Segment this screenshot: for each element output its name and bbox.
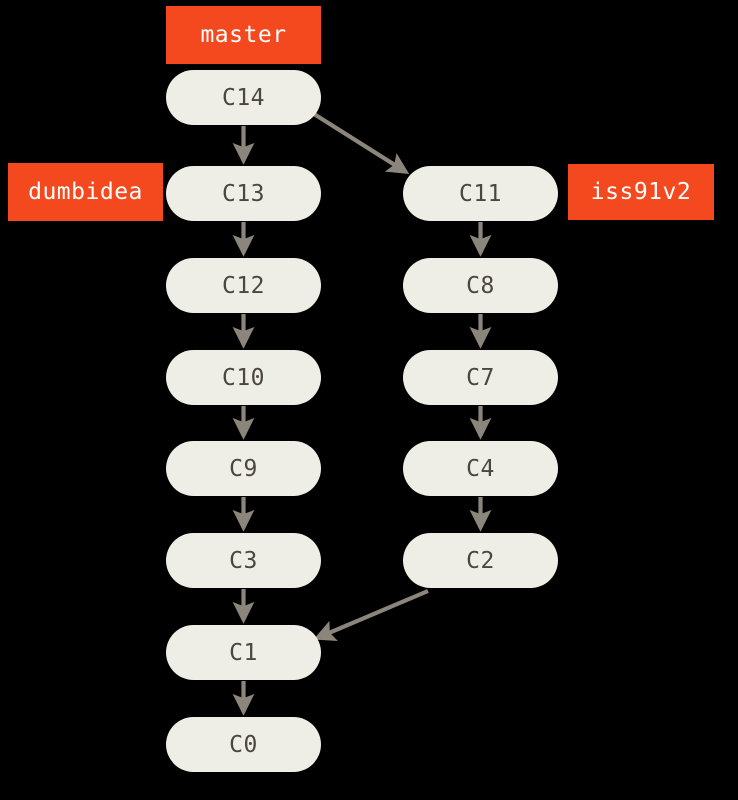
commit-node-c1[interactable]: C1	[166, 625, 321, 680]
commit-node-c8[interactable]: C8	[403, 258, 558, 313]
commit-node-c14[interactable]: C14	[166, 70, 321, 125]
edge-c14-c11	[312, 112, 410, 175]
commit-node-c10[interactable]: C10	[166, 350, 321, 405]
commit-node-c8-label: C8	[466, 272, 495, 299]
commit-node-c13[interactable]: C13	[166, 166, 321, 221]
commit-node-c4-label: C4	[466, 455, 495, 482]
branch-label-master-text: master	[200, 22, 287, 48]
commit-node-c11-label: C11	[458, 180, 503, 207]
commit-node-c7[interactable]: C7	[403, 350, 558, 405]
commit-node-c0-label: C0	[229, 731, 258, 758]
commit-node-c1-label: C1	[229, 639, 258, 666]
commit-node-c9[interactable]: C9	[166, 441, 321, 496]
branch-label-dumbidea-text: dumbidea	[28, 179, 143, 205]
branch-label-iss91v2[interactable]: iss91v2	[568, 164, 714, 220]
commit-node-c9-label: C9	[229, 455, 258, 482]
commit-node-c11[interactable]: C11	[403, 166, 558, 221]
commit-node-c7-label: C7	[466, 364, 495, 391]
commit-node-c3-label: C3	[229, 547, 258, 574]
commit-node-c2-label: C2	[466, 547, 495, 574]
commit-node-c14-label: C14	[221, 84, 266, 111]
commit-node-c12-label: C12	[221, 272, 266, 299]
commit-node-c0[interactable]: C0	[166, 717, 321, 772]
edge-c2-c1	[313, 589, 429, 642]
commit-node-c4[interactable]: C4	[403, 441, 558, 496]
commit-node-c10-label: C10	[221, 364, 266, 391]
commit-node-c13-label: C13	[221, 180, 266, 207]
commit-node-c2[interactable]: C2	[403, 533, 558, 588]
commit-node-c12[interactable]: C12	[166, 258, 321, 313]
branch-label-dumbidea[interactable]: dumbidea	[8, 163, 163, 221]
branch-label-iss91v2-text: iss91v2	[590, 179, 692, 205]
commit-node-c3[interactable]: C3	[166, 533, 321, 588]
branch-label-master[interactable]: master	[166, 6, 321, 64]
